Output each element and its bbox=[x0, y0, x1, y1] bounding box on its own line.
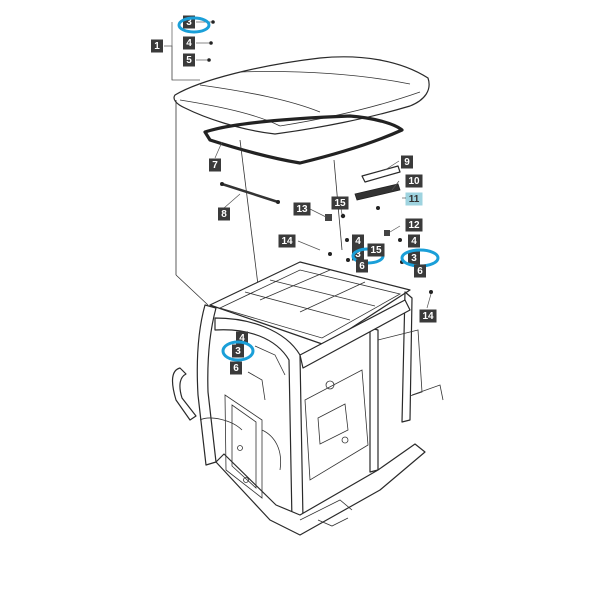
callout-15: 15 bbox=[331, 196, 349, 210]
callout-10: 10 bbox=[405, 174, 423, 188]
callout-number: 6 bbox=[233, 363, 239, 374]
callout-3: 3 bbox=[177, 15, 211, 34]
callout-13: 13 bbox=[293, 202, 311, 216]
callout-number: 9 bbox=[404, 157, 410, 168]
callout-number: 12 bbox=[408, 220, 420, 231]
callout-box bbox=[352, 234, 364, 248]
roof-bracket-9 bbox=[361, 165, 401, 183]
callout-number: 10 bbox=[408, 176, 420, 187]
callout-5: 5 bbox=[183, 53, 195, 67]
callout-14: 14 bbox=[278, 234, 296, 248]
callout-12: 12 bbox=[405, 218, 423, 232]
callout-14: 14 bbox=[419, 309, 437, 323]
callout-6: 6 bbox=[230, 361, 242, 375]
callout-number: 7 bbox=[212, 160, 218, 171]
callout-11: 11 bbox=[405, 192, 423, 206]
callout-box bbox=[293, 202, 311, 216]
callout-number: 3 bbox=[411, 253, 417, 264]
callout-3: 3 bbox=[400, 248, 440, 268]
highlight-ring bbox=[177, 16, 211, 34]
callout-number: 3 bbox=[186, 17, 192, 28]
callout-box bbox=[367, 243, 385, 257]
callout-number: 3 bbox=[235, 346, 241, 357]
callout-box bbox=[408, 234, 420, 248]
callout-box bbox=[232, 344, 244, 358]
callout-number: 6 bbox=[359, 261, 365, 272]
callout-number: 14 bbox=[422, 311, 434, 322]
callout-box bbox=[331, 196, 349, 210]
callout-4: 4 bbox=[408, 234, 420, 248]
callout-8: 8 bbox=[218, 207, 230, 221]
callout-number: 5 bbox=[186, 55, 192, 66]
callout-box bbox=[151, 39, 163, 53]
callout-6: 6 bbox=[414, 264, 426, 278]
callout-number: 1 bbox=[154, 41, 160, 52]
callout-number: 8 bbox=[221, 209, 227, 220]
callout-15: 15 bbox=[367, 243, 385, 257]
callout-number: 15 bbox=[370, 245, 382, 256]
callout-4: 4 bbox=[352, 234, 364, 248]
callout-box bbox=[419, 309, 437, 323]
callout-9: 9 bbox=[401, 155, 413, 169]
callout-number: 11 bbox=[409, 194, 420, 205]
roof-panel bbox=[173, 56, 430, 135]
callout-box bbox=[278, 234, 296, 248]
highlight-ring bbox=[221, 340, 255, 362]
callout-number: 4 bbox=[186, 38, 192, 49]
callout-number: 6 bbox=[417, 266, 423, 277]
callout-number: 4 bbox=[355, 236, 361, 247]
callout-box bbox=[414, 264, 426, 278]
callout-box bbox=[408, 251, 420, 265]
callout-7: 7 bbox=[209, 158, 221, 172]
callout-box bbox=[183, 36, 195, 50]
callout-number: 13 bbox=[296, 204, 308, 215]
callout-box bbox=[405, 192, 423, 206]
callout-box bbox=[405, 174, 423, 188]
tie-rod bbox=[221, 182, 279, 204]
cab-frame bbox=[171, 261, 444, 536]
callout-3: 3 bbox=[221, 340, 255, 362]
callout-box bbox=[209, 158, 221, 172]
callout-4: 4 bbox=[183, 36, 195, 50]
callout-box bbox=[405, 218, 423, 232]
callout-6: 6 bbox=[356, 259, 368, 273]
callout-box bbox=[230, 361, 242, 375]
callout-box bbox=[183, 53, 195, 67]
callout-box bbox=[401, 155, 413, 169]
callout-number: 3 bbox=[355, 249, 361, 260]
roof-seal bbox=[203, 114, 404, 165]
callout-1: 1 bbox=[151, 39, 163, 53]
roof-bracket-10 bbox=[354, 183, 401, 201]
callout-box bbox=[356, 259, 368, 273]
callout-box bbox=[218, 207, 230, 221]
callout-number: 4 bbox=[411, 236, 417, 247]
callout-number: 15 bbox=[334, 198, 346, 209]
callout-number: 14 bbox=[281, 236, 293, 247]
callout-number: 4 bbox=[239, 333, 245, 344]
